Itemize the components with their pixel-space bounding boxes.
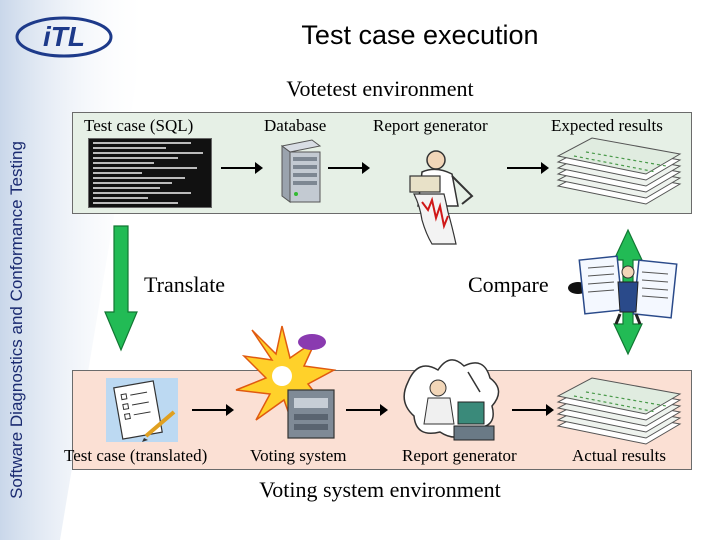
translate-label: Translate — [144, 272, 226, 297]
voting-system-icon — [235, 325, 337, 439]
report-generator-bottom-icon — [403, 359, 500, 441]
step-test-case-sql: Test case (SQL) — [84, 116, 194, 135]
step-expected-results: Expected results — [551, 116, 663, 135]
logo-text: iTL — [43, 21, 85, 52]
test-case-translated-icon — [106, 378, 178, 442]
step-voting-system: Voting system — [250, 446, 347, 465]
step-report-generator-bottom: Report generator — [402, 446, 517, 465]
step-database: Database — [264, 116, 327, 135]
compare-documents-icon — [568, 255, 678, 325]
actual-results-stack-icon — [556, 377, 682, 445]
report-generator-top-icon — [409, 150, 474, 245]
voting-env-label: Voting system environment — [259, 477, 501, 502]
compare-label: Compare — [468, 272, 549, 297]
votetest-env-label: Votetest environment — [286, 76, 474, 101]
arrow-database-to-report — [328, 162, 370, 174]
side-label: Software Diagnostics and Conformance Tes… — [7, 141, 26, 499]
arrow-report-to-expected — [507, 162, 549, 174]
expected-results-stack-icon — [556, 137, 682, 205]
step-report-generator-top: Report generator — [373, 116, 488, 135]
slide-title: Test case execution — [301, 20, 539, 50]
step-actual-results: Actual results — [572, 446, 666, 465]
arrow-report-to-actual — [512, 404, 554, 416]
arrow-voting-to-report — [346, 404, 388, 416]
step-test-case-translated: Test case (translated) — [64, 446, 208, 465]
arrow-translated-to-voting — [192, 404, 234, 416]
server-icon — [280, 139, 322, 203]
translate-arrow — [104, 225, 138, 352]
sql-terminal-image — [88, 138, 212, 208]
arrow-sql-to-database — [221, 162, 263, 174]
itl-logo: iTL — [15, 16, 113, 58]
